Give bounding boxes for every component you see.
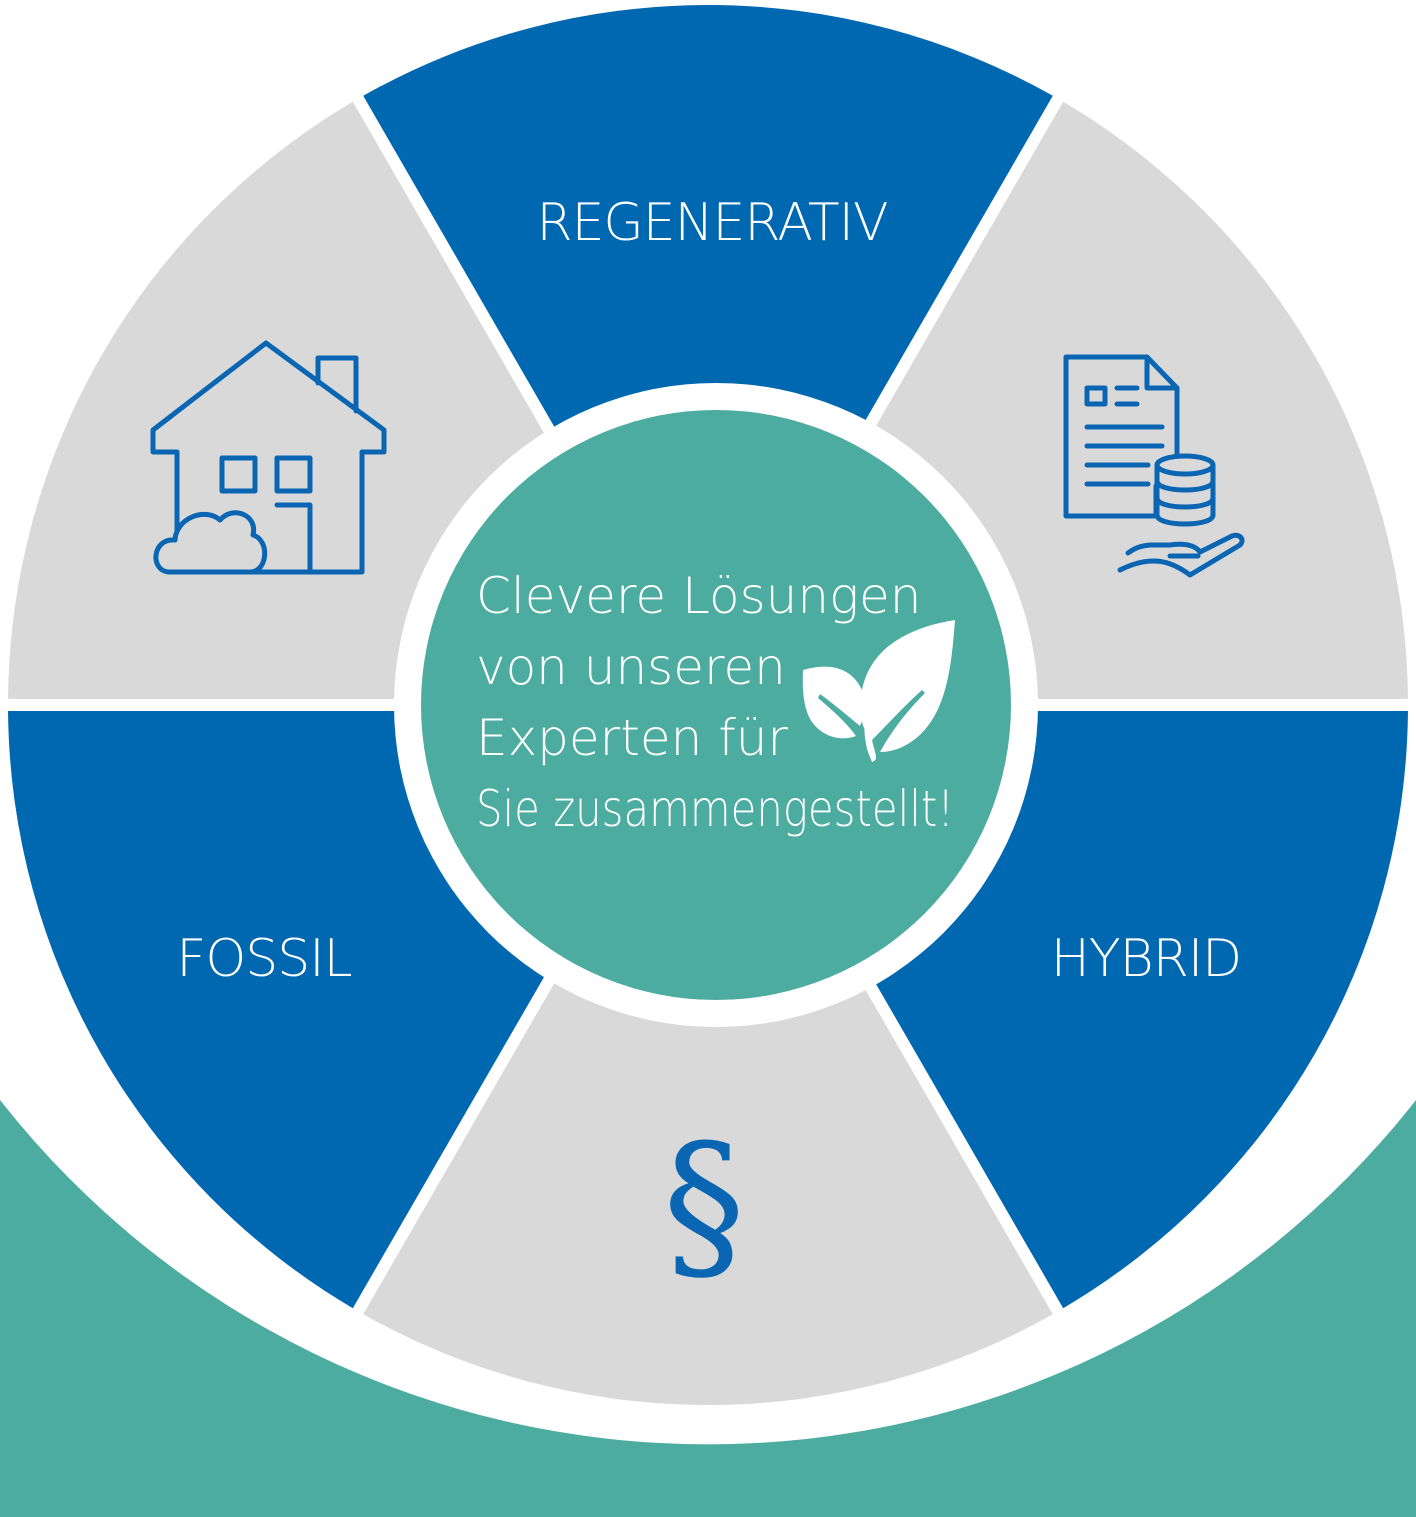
center-text-line-1: Clevere Lösungen — [476, 567, 921, 625]
center-circle — [421, 410, 1011, 1000]
segment-label-regenerativ: REGENERATIV — [536, 193, 887, 253]
segment-label-fossil: FOSSIL — [176, 929, 351, 989]
segment-bottom — [363, 959, 1053, 1405]
document-coins-hand-icon — [1063, 354, 1245, 578]
center-text-line-2: von unseren — [476, 638, 786, 696]
center-text-line-3: Experten für — [476, 709, 788, 767]
segment-top — [363, 5, 1053, 451]
leaves-icon — [802, 620, 955, 762]
teal-background — [0, 1100, 1416, 1517]
house-cloud-icon — [150, 340, 387, 575]
segment-lower-left — [8, 710, 558, 1309]
center-text-line-4: Sie zusammengestellt! — [476, 780, 954, 838]
segment-label-hybrid: HYBRID — [1051, 929, 1241, 989]
paragraph-icon: § — [663, 1109, 746, 1301]
segment-upper-left — [8, 101, 558, 700]
